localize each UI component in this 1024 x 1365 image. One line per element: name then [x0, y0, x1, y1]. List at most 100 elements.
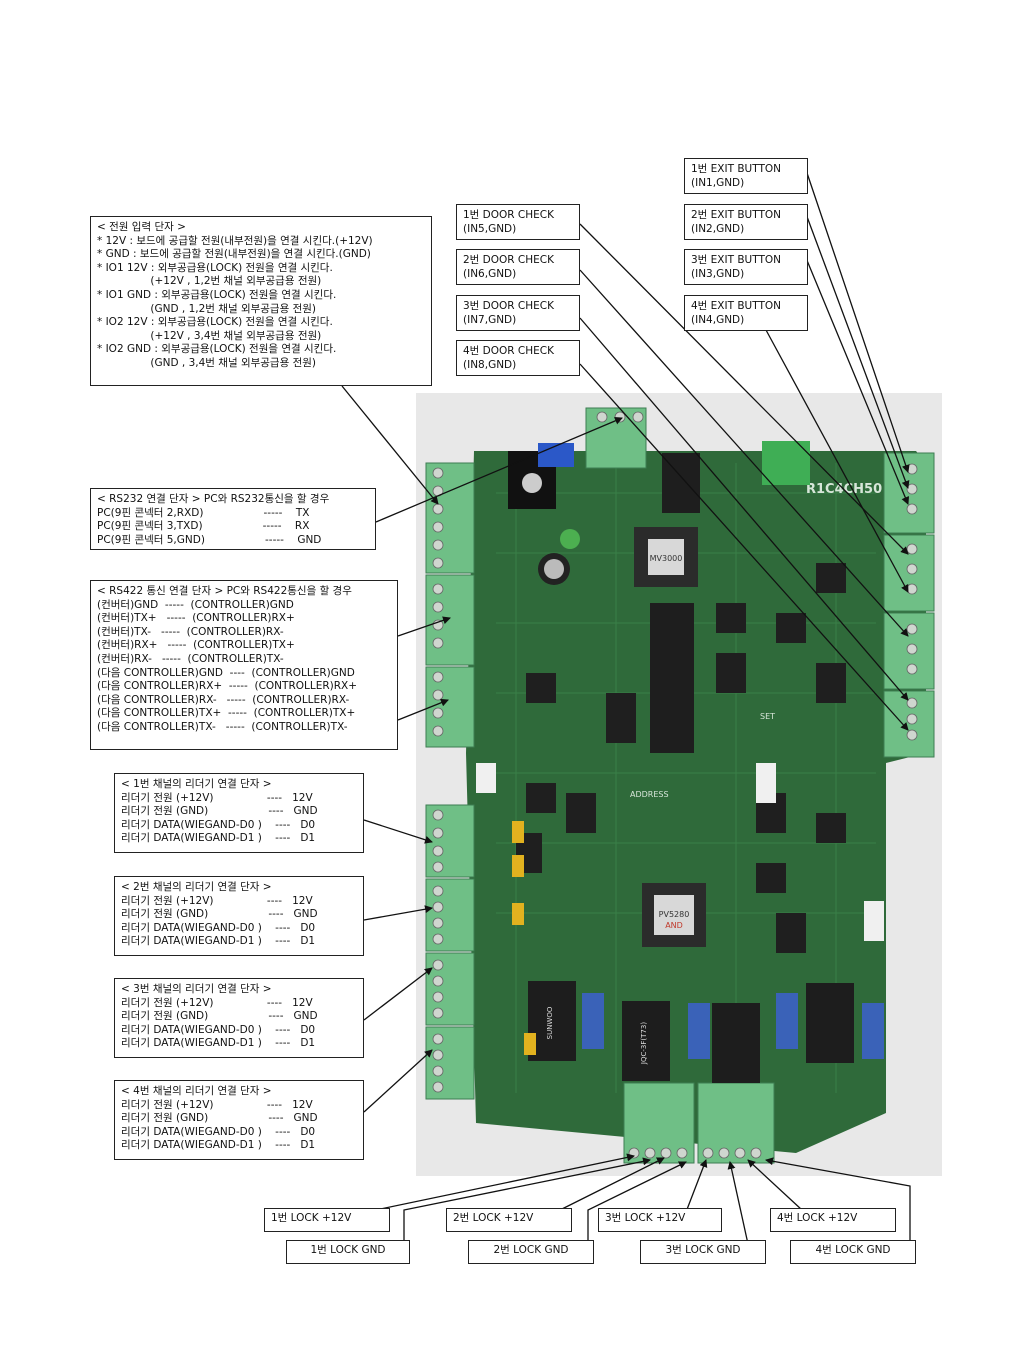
rs232-line: PC(9핀 콘넥터 2,RXD) ----- TX [97, 506, 310, 519]
lock-plus-text: 2번 LOCK +12V [453, 1212, 534, 1224]
lock-4-plus-label: 4번 LOCK +12V [770, 1208, 896, 1232]
exit-button-2-label: 2번 EXIT BUTTON (IN2,GND) [684, 204, 808, 240]
board-model-text: R1C4CH50 [806, 482, 882, 497]
door-check-2-label: 2번 DOOR CHECK (IN6,GND) [456, 249, 580, 285]
rs232-line: PC(9핀 콘넥터 3,TXD) ----- RX [97, 520, 310, 533]
reader-channel-4-description: < 4번 채널의 리더기 연결 단자 > 리더기 전원 (+12V) ---- … [114, 1080, 364, 1160]
chip-label-pv5280: PV5280 [659, 910, 690, 919]
reader-line: 리더기 DATA(WIEGAND-D0 ) ---- D0 [121, 921, 316, 934]
lock-plus-text: 1번 LOCK +12V [271, 1212, 352, 1224]
chip-label-and: AND [665, 921, 683, 930]
lock-plus-text: 3번 LOCK +12V [605, 1212, 686, 1224]
lock-4-gnd-label: 4번 LOCK GND [790, 1240, 916, 1264]
exit-button-3-label: 3번 EXIT BUTTON (IN3,GND) [684, 249, 808, 285]
lock-2-gnd-label: 2번 LOCK GND [468, 1240, 594, 1264]
reader-channel-2-description: < 2번 채널의 리더기 연결 단자 > 리더기 전원 (+12V) ---- … [114, 876, 364, 956]
exit-button-pins: (IN2,GND) [691, 222, 745, 235]
reader-line: 리더기 DATA(WIEGAND-D0 ) ---- D0 [121, 818, 316, 831]
reader-line: 리더기 전원 (+12V) ---- 12V [121, 996, 313, 1009]
door-check-4-label: 4번 DOOR CHECK (IN8,GND) [456, 340, 580, 376]
door-check-title: 3번 DOOR CHECK [463, 300, 555, 312]
lock-gnd-text: 3번 LOCK GND [665, 1244, 741, 1256]
exit-button-1-label: 1번 EXIT BUTTON (IN1,GND) [684, 158, 808, 194]
reader-line: < 3번 채널의 리더기 연결 단자 > [121, 983, 272, 995]
rs422-description: < RS422 통신 연결 단자 > PC와 RS422통신을 할 경우 (컨버… [90, 580, 398, 750]
power-box-line: * IO1 12V : 외부공급용(LOCK) 전원을 연결 시킨다. [97, 261, 333, 274]
reader-line: 리더기 전원 (+12V) ---- 12V [121, 1098, 313, 1111]
door-check-pins: (IN5,GND) [463, 222, 517, 235]
set-label: SET [760, 712, 775, 721]
rs422-line: (다음 CONTROLLER)GND ---- (CONTROLLER)GND [97, 666, 355, 679]
door-check-title: 1번 DOOR CHECK [463, 209, 555, 221]
controller-board-image: MV3000 PV5280 AND R1C4CH50 ADDRESS SET S… [416, 393, 942, 1176]
power-box-line: * IO2 GND : 외부공급용(LOCK) 전원을 연결 시킨다. [97, 343, 337, 356]
door-check-title: 4번 DOOR CHECK [463, 345, 555, 357]
rs422-line: (다음 CONTROLLER)TX+ ----- (CONTROLLER)TX+ [97, 707, 356, 720]
power-box-line: * IO2 12V : 외부공급용(LOCK) 전원을 연결 시킨다. [97, 316, 333, 329]
rs422-line: (컨버터)GND ----- (CONTROLLER)GND [97, 598, 294, 611]
relay-model-label: JQC-3F(T73) [640, 1022, 648, 1065]
power-box-line: < 전원 입력 단자 > [97, 221, 186, 233]
door-check-3-label: 3번 DOOR CHECK (IN7,GND) [456, 295, 580, 331]
reader-channel-3-description: < 3번 채널의 리더기 연결 단자 > 리더기 전원 (+12V) ---- … [114, 978, 364, 1058]
address-label: ADDRESS [630, 790, 669, 799]
rs422-line: (컨버터)RX+ ----- (CONTROLLER)TX+ [97, 639, 295, 652]
reader-line: < 4번 채널의 리더기 연결 단자 > [121, 1085, 272, 1097]
door-check-pins: (IN8,GND) [463, 358, 517, 371]
reader-line: 리더기 전원 (+12V) ---- 12V [121, 791, 313, 804]
exit-button-pins: (IN1,GND) [691, 176, 745, 189]
door-check-1-label: 1번 DOOR CHECK (IN5,GND) [456, 204, 580, 240]
power-box-line: * IO1 GND : 외부공급용(LOCK) 전원을 연결 시킨다. [97, 288, 337, 301]
rs422-line: (컨버터)TX+ ----- (CONTROLLER)RX+ [97, 612, 295, 625]
reader-line: 리더기 DATA(WIEGAND-D0 ) ---- D0 [121, 1023, 316, 1036]
rs232-line: PC(9핀 콘넥터 5,GND) ----- GND [97, 533, 322, 546]
exit-button-4-label: 4번 EXIT BUTTON (IN4,GND) [684, 295, 808, 331]
exit-button-title: 3번 EXIT BUTTON [691, 254, 782, 266]
rs422-line: < RS422 통신 연결 단자 > PC와 RS422통신을 할 경우 [97, 585, 352, 597]
power-box-line: (GND , 1,2번 채널 외부공급용 전원) [97, 302, 316, 315]
chip-label-mv3000: MV3000 [650, 554, 683, 563]
lock-gnd-text: 1번 LOCK GND [310, 1244, 386, 1256]
reader-line: < 1번 채널의 리더기 연결 단자 > [121, 778, 272, 790]
relay-label: SUNWOO [546, 1006, 554, 1039]
rs422-line: (컨버터)RX- ----- (CONTROLLER)TX- [97, 652, 284, 665]
reader-line: 리더기 전원 (GND) ---- GND [121, 908, 318, 921]
lock-1-gnd-label: 1번 LOCK GND [286, 1240, 410, 1264]
door-check-pins: (IN6,GND) [463, 267, 517, 280]
reader-line: 리더기 DATA(WIEGAND-D1 ) ---- D1 [121, 1037, 316, 1050]
power-input-description: < 전원 입력 단자 > * 12V : 보드에 공급할 전원(내부전원)을 연… [90, 216, 432, 386]
rs422-line: (다음 CONTROLLER)TX- ----- (CONTROLLER)TX- [97, 720, 348, 733]
exit-button-title: 4번 EXIT BUTTON [691, 300, 782, 312]
lock-gnd-text: 2번 LOCK GND [493, 1244, 569, 1256]
reader-line: < 2번 채널의 리더기 연결 단자 > [121, 881, 272, 893]
reader-line: 리더기 DATA(WIEGAND-D1 ) ---- D1 [121, 1139, 316, 1152]
rs422-line: (다음 CONTROLLER)RX+ ----- (CONTROLLER)RX+ [97, 680, 358, 693]
rs232-description: < RS232 연결 단자 > PC와 RS232통신을 할 경우 PC(9핀 … [90, 488, 376, 550]
power-box-line: (+12V , 1,2번 채널 외부공급용 전원) [97, 275, 322, 288]
rs422-line: (다음 CONTROLLER)RX- ----- (CONTROLLER)RX- [97, 693, 350, 706]
rs232-line: < RS232 연결 단자 > PC와 RS232통신을 할 경우 [97, 493, 330, 505]
reader-line: 리더기 전원 (+12V) ---- 12V [121, 894, 313, 907]
power-box-line: (GND , 3,4번 채널 외부공급용 전원) [97, 356, 316, 369]
lock-2-plus-label: 2번 LOCK +12V [446, 1208, 572, 1232]
lock-3-plus-label: 3번 LOCK +12V [598, 1208, 722, 1232]
exit-button-title: 1번 EXIT BUTTON [691, 163, 782, 175]
reader-line: 리더기 DATA(WIEGAND-D0 ) ---- D0 [121, 1125, 316, 1138]
lock-gnd-text: 4번 LOCK GND [815, 1244, 891, 1256]
door-check-title: 2번 DOOR CHECK [463, 254, 555, 266]
reader-channel-1-description: < 1번 채널의 리더기 연결 단자 > 리더기 전원 (+12V) ---- … [114, 773, 364, 853]
power-box-line: * 12V : 보드에 공급할 전원(내부전원)을 연결 시킨다.(+12V) [97, 234, 373, 247]
rs422-line: (컨버터)TX- ----- (CONTROLLER)RX- [97, 625, 284, 638]
power-box-line: (+12V , 3,4번 채널 외부공급용 전원) [97, 329, 322, 342]
reader-line: 리더기 DATA(WIEGAND-D1 ) ---- D1 [121, 832, 316, 845]
power-box-line: * GND : 보드에 공급할 전원(내부전원)을 연결 시킨다.(GND) [97, 248, 371, 261]
lock-plus-text: 4번 LOCK +12V [777, 1212, 858, 1224]
lock-3-gnd-label: 3번 LOCK GND [640, 1240, 766, 1264]
exit-button-title: 2번 EXIT BUTTON [691, 209, 782, 221]
door-check-pins: (IN7,GND) [463, 313, 517, 326]
reader-line: 리더기 전원 (GND) ---- GND [121, 805, 318, 818]
reader-line: 리더기 전원 (GND) ---- GND [121, 1010, 318, 1023]
exit-button-pins: (IN4,GND) [691, 313, 745, 326]
exit-button-pins: (IN3,GND) [691, 267, 745, 280]
reader-line: 리더기 DATA(WIEGAND-D1 ) ---- D1 [121, 935, 316, 948]
